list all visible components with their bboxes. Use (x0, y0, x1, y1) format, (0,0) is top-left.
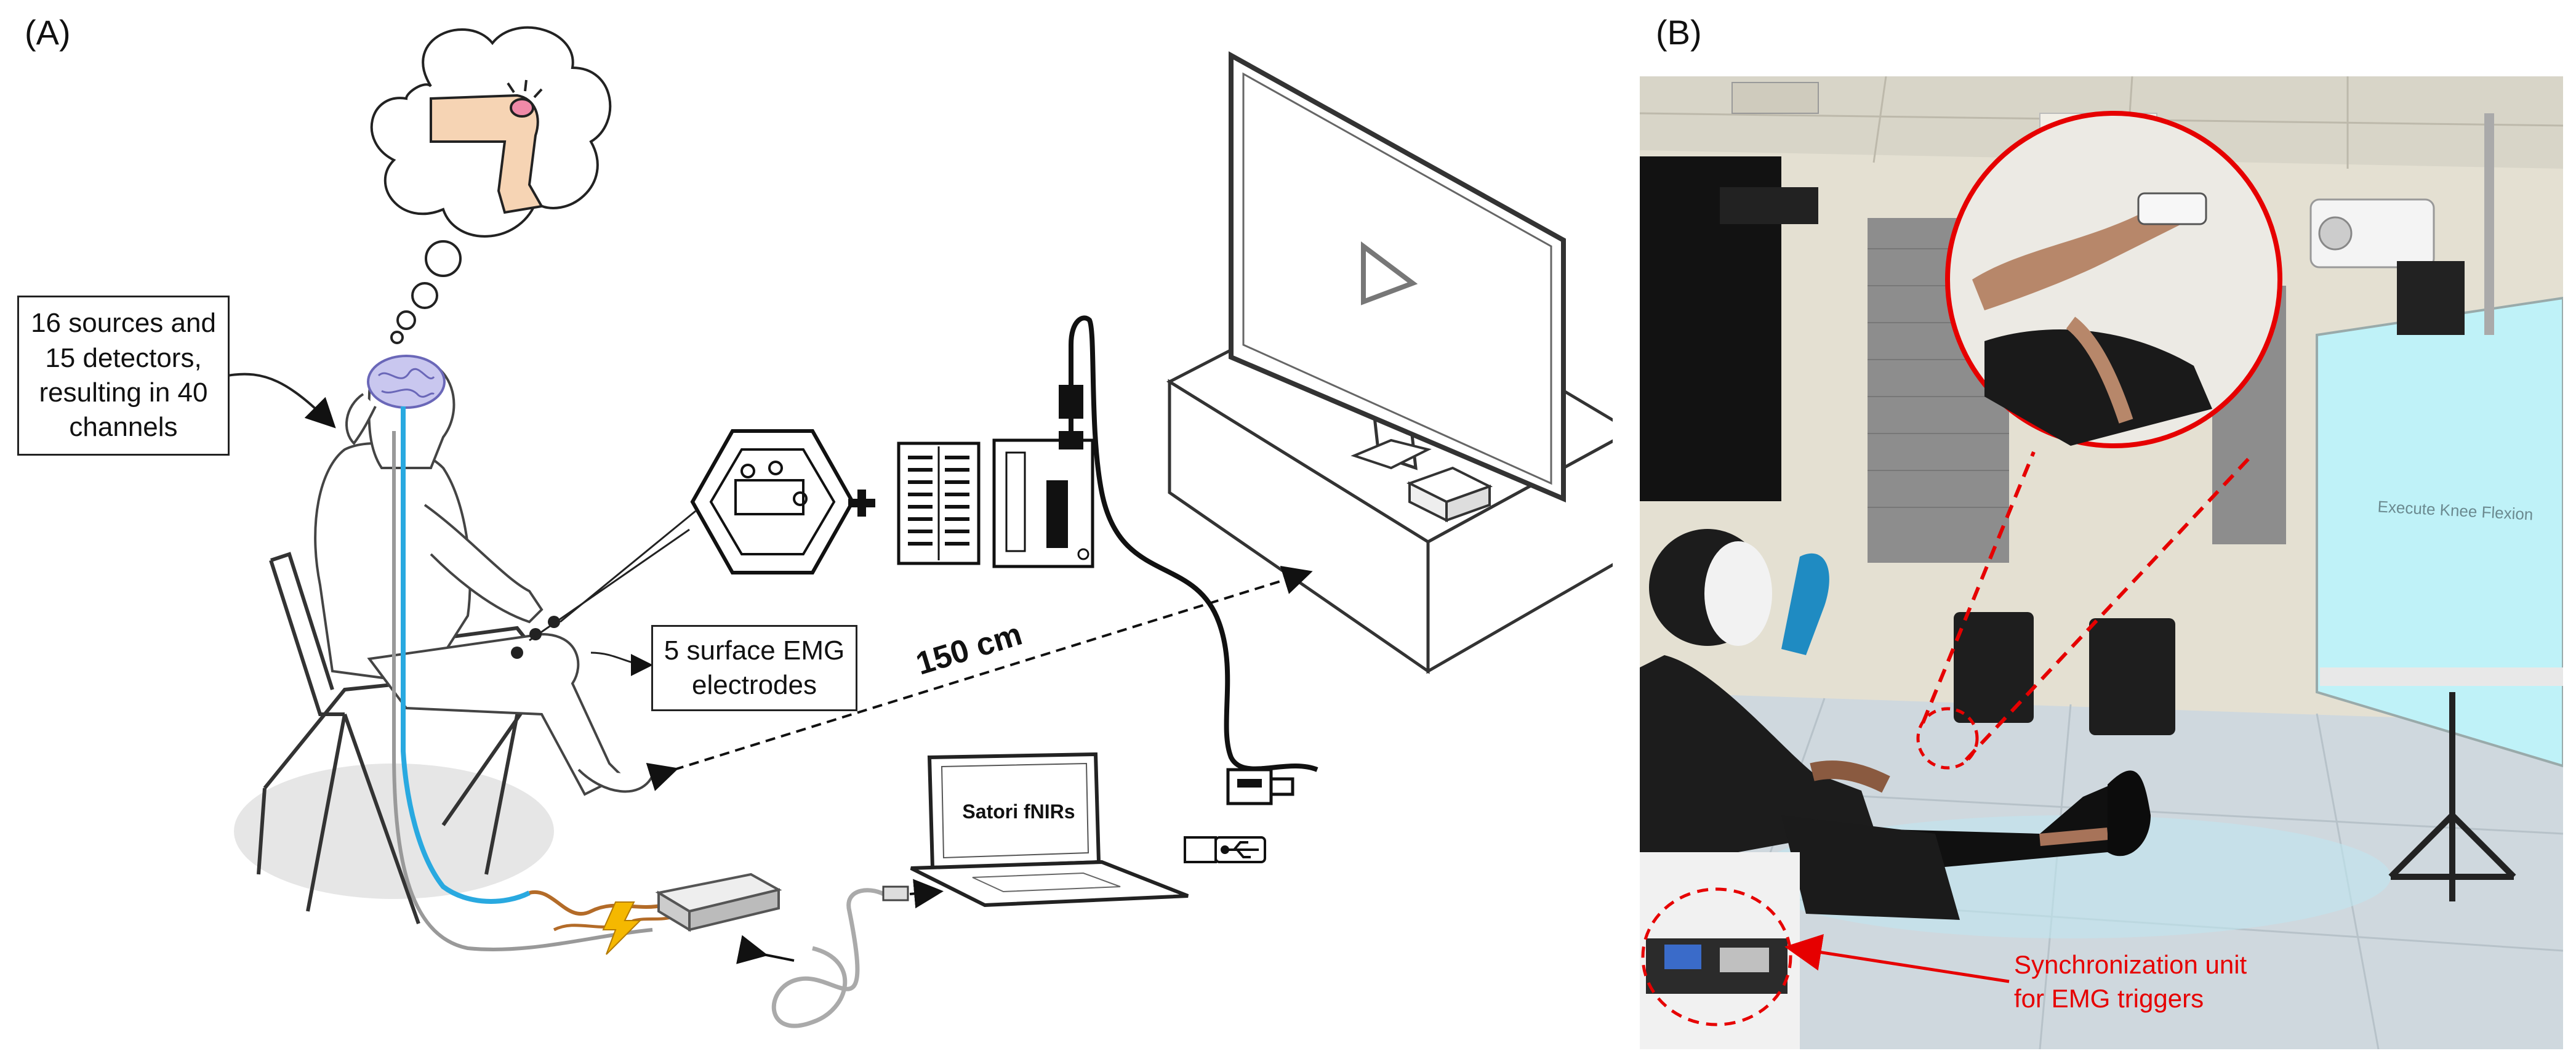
usb-plug (1226, 768, 1294, 805)
arduino-icon (992, 431, 1094, 568)
emg-electrodes-callout: 5 surface EMG electrodes (651, 625, 857, 711)
sync-line-2: for EMG triggers (2014, 983, 2204, 1013)
usb-icon (1184, 836, 1266, 863)
experiment-photo: Execute Knee Flexion (1640, 76, 2563, 1049)
thought-cloud-icon (370, 26, 612, 344)
sync-unit-callout: Synchronization unit for EMG triggers (2014, 948, 2247, 1015)
laptop-label: Satori fNIRs (962, 800, 1075, 823)
sync-line-1: Synchronization unit (2014, 950, 2247, 979)
knee-icon (430, 79, 544, 214)
emg-line-2: electrodes (691, 670, 817, 700)
fnirs-line-1: 16 sources and (31, 308, 216, 339)
panel-a-label: (A) (25, 13, 71, 52)
fiber-bundle (401, 406, 531, 904)
fnirs-device (655, 873, 782, 932)
fnirs-line-4: channels (69, 412, 178, 443)
fnirs-line-2: 15 detectors, (45, 342, 202, 373)
lightning-icon (602, 901, 642, 955)
plus-icon (848, 490, 875, 517)
emg-cable (392, 431, 653, 951)
ponytail (345, 393, 377, 446)
fnirs-line-3: resulting in 40 (39, 377, 208, 408)
laptop-cable (771, 888, 888, 1028)
laptop (910, 752, 1189, 908)
tv-monitor (1229, 51, 1566, 503)
brain-icon (367, 355, 446, 409)
breadboard-icon (897, 441, 981, 565)
streaming-box (1406, 466, 1493, 523)
panel-a-diagram (227, 26, 1613, 1028)
emg-line-1: 5 surface EMG (664, 635, 845, 666)
emg-sensor-icon (690, 429, 855, 574)
play-icon (1361, 241, 1418, 305)
fnirs-channels-callout: 16 sources and 15 detectors, resulting i… (17, 296, 230, 456)
panel-b-label: (B) (1656, 13, 1702, 52)
floor-shadow (234, 764, 554, 899)
